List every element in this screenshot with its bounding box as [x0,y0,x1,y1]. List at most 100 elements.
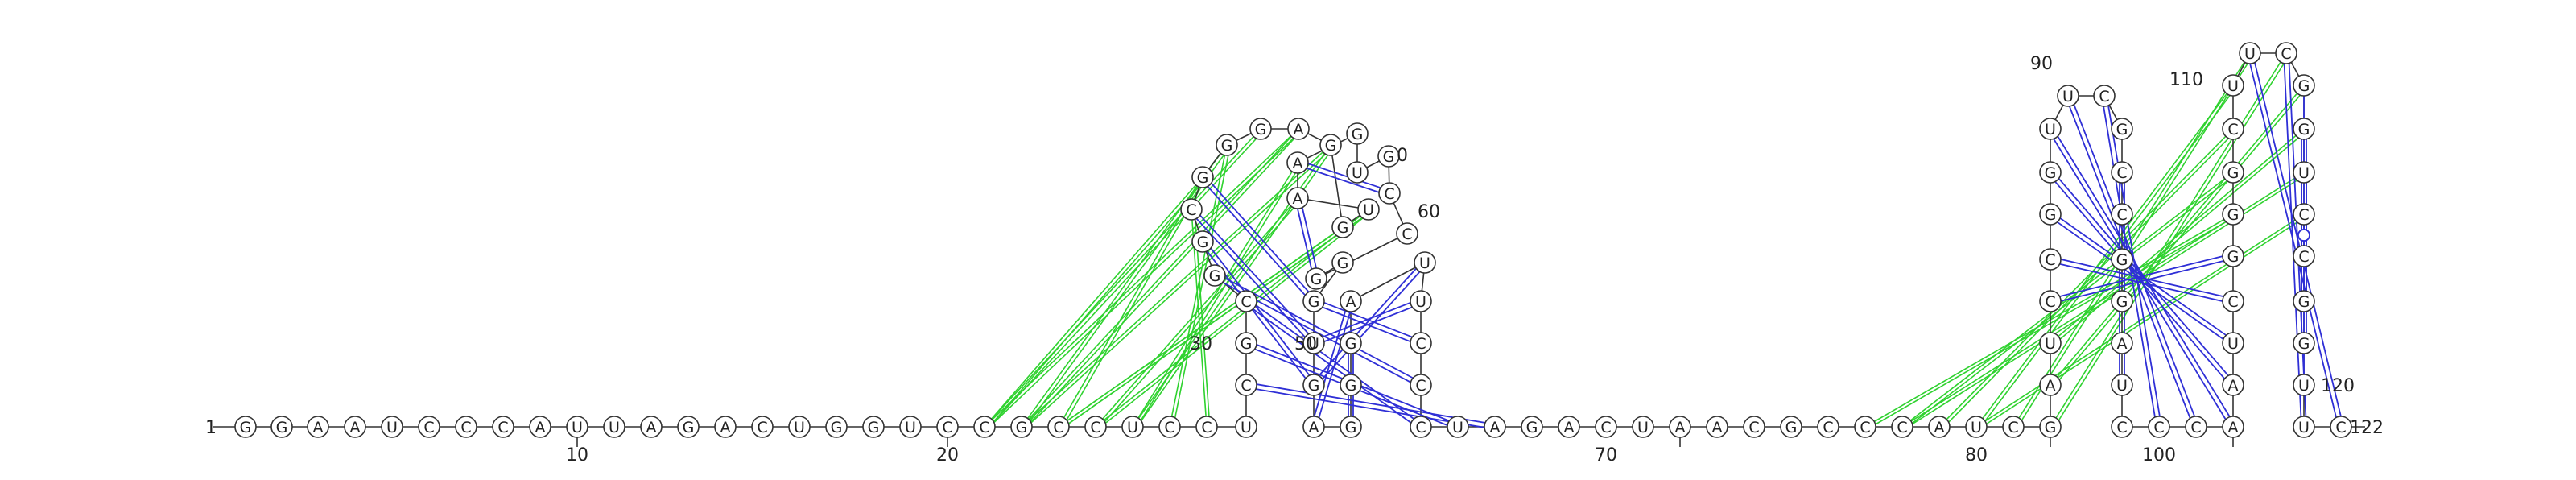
nucleotide-68: C [1595,416,1617,438]
nucleotide-circle [2222,374,2244,396]
nucleotide-10: U [566,416,588,438]
nucleotide-letter: C [423,419,434,437]
nucleotide-letter: G [276,419,288,437]
nucleotide-105: G [2222,203,2244,226]
nucleotide-letter: G [2298,77,2310,95]
nucleotide-32: G [1203,264,1226,287]
tertiary-interaction-14 [984,176,1203,428]
nucleotide-letter: A [2046,377,2056,395]
backbone-segment [1350,262,1426,302]
nucleotide-circle [2185,416,2207,438]
nucleotide-letter: G [1345,335,1357,353]
nucleotide-107: C [2222,118,2244,140]
nucleotide-circle [307,416,329,438]
nucleotide-letter: C [2099,88,2109,106]
nucleotide-circle [492,416,514,438]
nucleotide-letter: G [2045,206,2057,224]
nucleotide-57: G [1340,332,1362,354]
base-pair-line [1207,186,1306,296]
nucleotide-77: A [1928,416,1951,438]
tertiary-interaction-shadow-10 [1172,146,1231,429]
nucleotide-letter: C [757,419,767,437]
backbone [213,52,2365,428]
nucleotide-circle [1706,416,1728,438]
nucleotide-17: G [825,416,848,438]
nucleotide-35: G [1191,166,1214,188]
tertiary-interaction-0 [984,128,1261,428]
tertiary-interaction-24 [1975,213,2305,428]
nucleotide-25: U [1121,416,1144,438]
nucleotide-circle [714,416,737,438]
nucleotide-2: G [270,416,293,438]
nucleotide-letter: C [1201,419,1212,437]
nucleotide-circle [2039,203,2062,226]
nucleotide-letter: A [1490,419,1501,437]
nucleotide-circle [1396,222,1418,245]
nucleotide-letter: C [2116,419,2127,437]
nucleotide-letter: C [1402,226,1412,243]
nucleotide-circle [1410,416,1432,438]
wobble-pair-marker [2297,229,2310,242]
nucleotide-18: G [862,416,885,438]
base-pair-line [1322,302,1411,338]
nucleotide-circle [2293,290,2315,312]
nucleotide-86: G [2039,161,2062,184]
nucleotide-circle [1484,416,1506,438]
nucleotide-circle [1235,416,1257,438]
nucleotide-circle [2330,416,2352,438]
nucleotide-letter: U [1452,419,1463,437]
nucleotide-letter: U [572,419,583,437]
base-pair-line [1256,388,1484,428]
nucleotide-letter: A [1293,190,1303,208]
nucleotide-letter: C [2045,293,2055,311]
nucleotide-116: G [2293,290,2315,312]
nucleotide-letter: A [350,419,361,437]
nucleotide-80: G [2039,416,2062,438]
nucleotide-67: A [1558,416,1580,438]
nucleotide-circle [1302,332,1325,354]
nucleotide-circle [899,416,922,438]
nucleotide-108: U [2222,74,2244,97]
nucleotide-7: C [455,416,477,438]
nucleotide-letter: C [1600,419,1611,437]
position-label: 110 [2169,70,2203,90]
base-pair-line [1323,306,1413,342]
nucleotide-circle [344,416,366,438]
nucleotide-101: A [2222,374,2244,396]
nucleotide-letter: C [2045,251,2055,269]
nucleotide-circle [2293,416,2315,438]
nucleotide-letter: G [1197,169,1209,187]
nucleotide-letter: U [2045,335,2056,353]
nucleotide-circle [2039,374,2062,396]
base-pair-line [1307,163,1381,188]
nucleotide-89: C [2093,85,2116,107]
nucleotide-38: A [1287,118,1310,140]
nucleotide-letter: A [1293,155,1303,172]
nucleotide-circle [1180,198,1203,221]
nucleotide-letter: C [2227,293,2238,311]
nucleotide-letter: U [2298,377,2310,395]
nucleotide-52: U [1302,332,1325,354]
nucleotide-circle [1331,251,1354,274]
nucleotide-110: C [2275,42,2297,64]
nucleotide-letter: A [1675,419,1686,437]
tertiary-interaction-shadow-13 [1024,146,1231,429]
nucleotide-letter: C [1241,293,1251,311]
nucleotide-circle [2239,42,2261,64]
base-pair-line [1318,268,1417,376]
nucleotide-73: G [1780,416,1802,438]
tertiary-interaction-8 [1132,144,1331,428]
nucleotide-circle [1235,374,1257,396]
nucleotide-circle [1410,332,1432,354]
nucleotide-letter: G [831,419,843,437]
nucleotide-94: G [2111,290,2133,312]
nucleotide-letter: U [1637,419,1649,437]
nucleotide-20: C [936,416,959,438]
nucleotide-letter: A [1309,419,1319,437]
nucleotide-circle [1319,134,1342,156]
nucleotide-64: U [1447,416,1469,438]
nucleotide-letter: C [2298,248,2309,266]
nucleotide-letter: G [2227,164,2240,182]
tertiary-interaction-shadow-12 [1061,178,1207,429]
